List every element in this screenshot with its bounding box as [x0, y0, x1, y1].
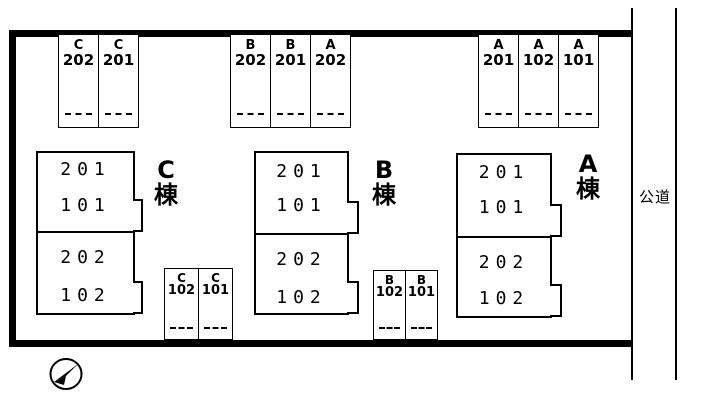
parking-room: 101: [562, 51, 595, 69]
parking-slot-b202: B 202: [230, 34, 271, 128]
unit-number: 101: [478, 197, 530, 218]
parking-label: C 101: [199, 272, 232, 297]
building-c-lower-entry: [133, 281, 143, 314]
unit-number: 101: [60, 195, 111, 216]
unit-number: 101: [276, 195, 327, 216]
building-b-lower: 202 102: [254, 233, 349, 315]
parking-room: 202: [62, 51, 95, 69]
parking-room: 201: [482, 51, 515, 69]
unit-number: 202: [60, 247, 111, 268]
compass-icon: [49, 358, 83, 390]
parking-slot-c202: C 202: [58, 34, 99, 128]
parking-slot-b101: B 101: [405, 270, 438, 340]
parking-marker: [204, 327, 227, 329]
parking-marker: [65, 113, 92, 115]
building-b-upper-entry: [347, 201, 359, 234]
parking-room: 201: [102, 51, 135, 69]
parking-room: 101: [201, 283, 230, 298]
parking-marker: [485, 113, 512, 115]
parking-label: B 201: [271, 39, 310, 68]
building-a-upper-entry: [550, 204, 562, 237]
parking-label: A 101: [559, 39, 598, 68]
parking-room: 102: [522, 51, 555, 69]
unit-number: 202: [276, 249, 327, 270]
parking-room: 102: [375, 285, 404, 300]
parking-label: B 101: [406, 274, 437, 299]
parking-slot-a101: A 101: [558, 34, 599, 128]
parking-room: 202: [234, 51, 267, 69]
building-a-lower: 202 102: [456, 236, 552, 318]
parking-slot-a102: A 102: [518, 34, 559, 128]
parking-room: 102: [167, 283, 196, 298]
parking-building: C: [211, 271, 220, 285]
building-c-upper-entry: [133, 199, 143, 232]
parking-label: B 202: [231, 39, 270, 68]
building-a-upper: 201 101: [456, 153, 552, 238]
building-letter: C: [157, 156, 175, 184]
building-c-lower: 202 102: [36, 231, 135, 315]
parking-label: A 202: [311, 39, 350, 68]
unit-number: 102: [60, 285, 111, 306]
unit-number: 102: [276, 287, 327, 308]
parking-slot-a201: A 201: [478, 34, 519, 128]
parking-building: C: [177, 271, 186, 285]
parking-building: B: [285, 38, 296, 53]
parking-marker: [525, 113, 552, 115]
parking-marker: [565, 113, 592, 115]
parking-label: A 201: [479, 39, 518, 68]
parking-marker: [277, 113, 304, 115]
road-label: 公道: [638, 188, 671, 206]
building-b-lower-entry: [347, 281, 359, 314]
parking-building: B: [384, 273, 395, 287]
building-c-upper: 201 101: [36, 151, 135, 233]
parking-building: B: [416, 273, 427, 287]
unit-number: 201: [478, 162, 530, 183]
parking-marker: [317, 113, 344, 115]
parking-building: A: [533, 38, 544, 53]
parking-slot-b201: B 201: [270, 34, 311, 128]
parking-slot-c101: C 101: [198, 268, 233, 340]
parking-label: C 201: [99, 39, 138, 68]
building-letter: A: [578, 150, 598, 178]
site-right-line: [631, 8, 633, 380]
building-a-lower-entry: [550, 284, 562, 317]
unit-number: 201: [60, 159, 111, 180]
parking-room: 101: [407, 285, 436, 300]
building-a-label: A 棟: [570, 150, 606, 204]
building-letter: B: [374, 156, 394, 184]
building-b-label: B 棟: [366, 156, 402, 210]
parking-slot-c102: C 102: [164, 268, 199, 340]
building-kanji: 棟: [576, 175, 600, 204]
parking-slot-c201: C 201: [98, 34, 139, 128]
site-boundary: [9, 30, 633, 347]
unit-number: 202: [478, 252, 530, 273]
parking-building: A: [493, 38, 504, 53]
unit-number: 201: [276, 161, 327, 182]
parking-slot-a202: A 202: [310, 34, 351, 128]
road-edge-line: [675, 8, 677, 380]
parking-marker: [170, 327, 193, 329]
parking-label: C 202: [59, 39, 98, 68]
parking-label: B 102: [374, 274, 405, 299]
building-c-label: C 棟: [148, 156, 184, 210]
parking-marker: [105, 113, 132, 115]
building-b-upper: 201 101: [254, 151, 349, 235]
parking-room: 201: [274, 51, 307, 69]
parking-building: A: [573, 38, 584, 53]
parking-building: C: [113, 38, 124, 53]
parking-building: B: [245, 38, 256, 53]
parking-room: 202: [314, 51, 347, 69]
parking-label: C 102: [165, 272, 198, 297]
parking-slot-b102: B 102: [373, 270, 406, 340]
parking-marker: [237, 113, 264, 115]
building-kanji: 棟: [372, 181, 396, 210]
parking-building: A: [325, 38, 336, 53]
parking-building: C: [73, 38, 84, 53]
parking-label: A 102: [519, 39, 558, 68]
building-kanji: 棟: [154, 181, 178, 210]
parking-marker: [411, 327, 432, 329]
unit-number: 102: [478, 288, 530, 309]
parking-marker: [379, 327, 400, 329]
